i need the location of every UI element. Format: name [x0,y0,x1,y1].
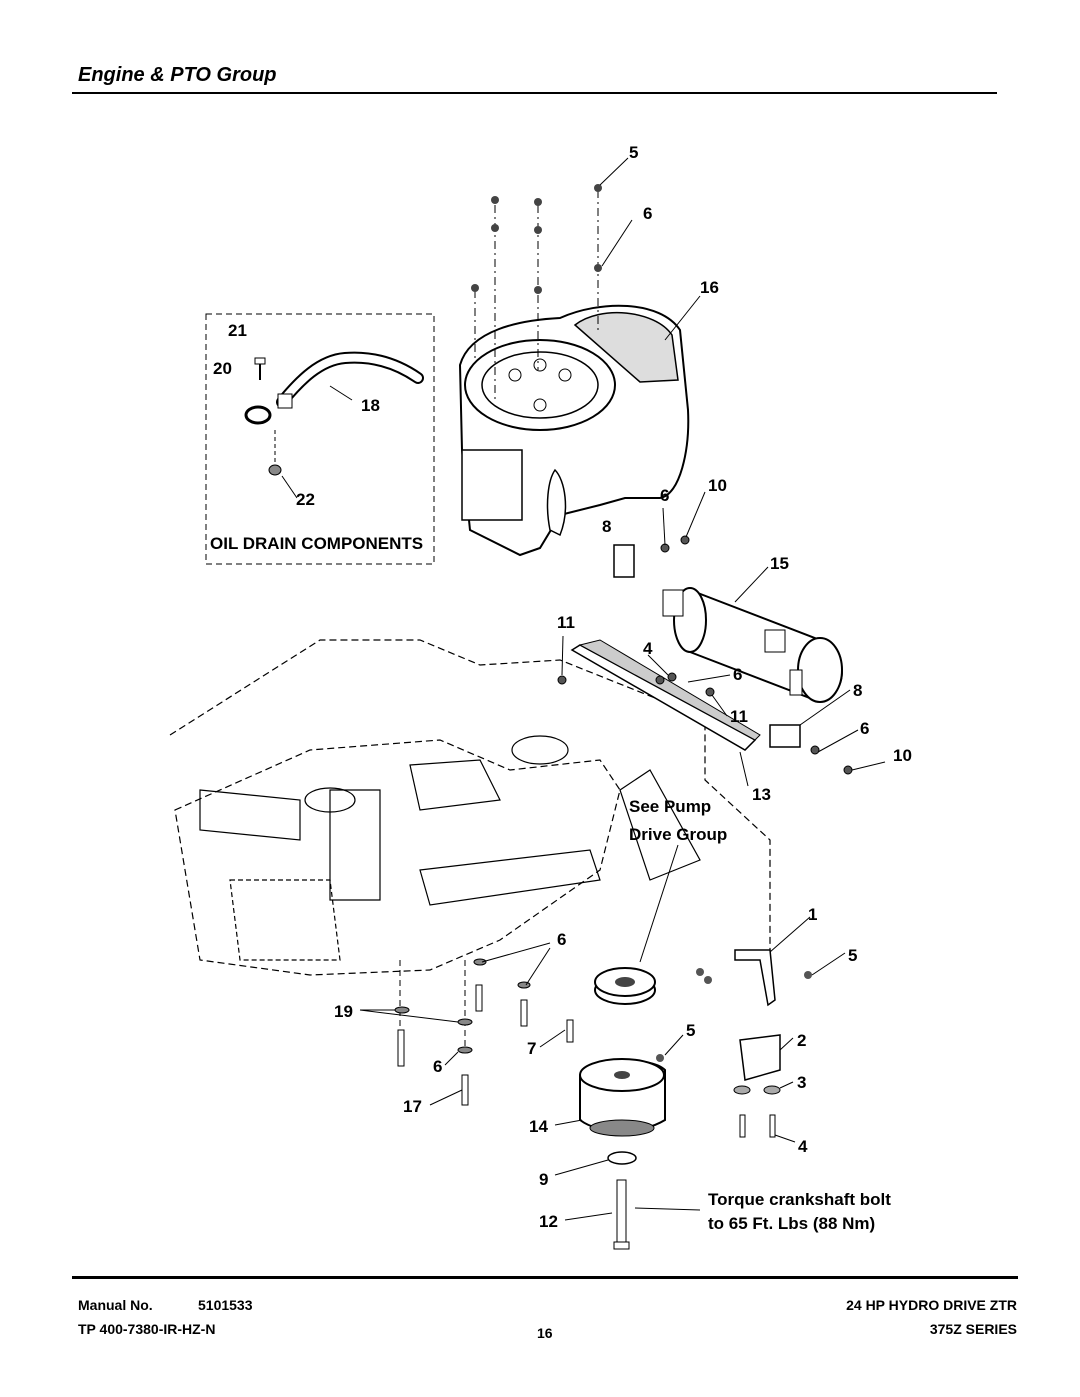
oil-drain-label: OIL DRAIN COMPONENTS [210,534,423,553]
callout-1: 1 [808,905,817,924]
tp-number: TP 400-7380-IR-HZ-N [78,1321,216,1337]
callout-4b: 4 [798,1137,808,1156]
callout-16: 16 [700,278,719,297]
callout-6: 6 [643,204,652,223]
page-title: Engine & PTO Group [78,64,277,86]
leader-lines [281,157,886,1221]
crankshaft-bolt [607,1151,637,1250]
callout-10b: 10 [893,746,912,765]
callout-21: 21 [228,321,247,340]
oil-drain-inset: OIL DRAIN COMPONENTS [205,313,435,565]
callout-3: 3 [797,1073,806,1092]
see-pump-note-line1: See Pump [629,797,711,816]
engine-mounting-bolts [394,958,531,1106]
callout-6c: 6 [733,665,742,684]
callout-10: 10 [708,476,727,495]
manual-label: Manual No. [78,1297,153,1313]
footer-rule [72,1276,1018,1279]
callout-19: 19 [334,1002,353,1021]
muffler [662,587,843,703]
callout-13: 13 [752,785,771,804]
callout-18: 18 [361,396,380,415]
engine-mount-hardware [471,184,602,400]
see-pump-note-line2: Drive Group [629,825,727,844]
pto-clutch [579,1058,666,1137]
muffler-bracket-lower [769,724,801,748]
callout-17: 17 [403,1097,422,1116]
callout-20: 20 [213,359,232,378]
callout-8b: 8 [853,681,862,700]
callout-6e: 6 [557,930,566,949]
title-rule [72,92,997,94]
callout-5b: 5 [848,946,857,965]
manual-number: 5101533 [198,1297,253,1313]
callout-9: 9 [539,1170,548,1189]
callout-7: 7 [527,1039,536,1058]
chassis-frame [169,639,771,976]
callout-2: 2 [797,1031,806,1050]
model-line1: 24 HP HYDRO DRIVE ZTR [846,1297,1017,1313]
callout-8: 8 [602,517,611,536]
torque-note-line1: Torque crankshaft bolt [708,1190,891,1209]
callout-15: 15 [770,554,789,573]
engine [458,304,690,557]
callout-6d: 6 [860,719,869,738]
callout-6f: 6 [433,1057,442,1076]
callout-22: 22 [296,490,315,509]
callout-14: 14 [529,1117,548,1136]
pto-bracket [566,949,812,1138]
callout-numbers: 5 6 16 21 20 18 22 6 10 8 15 11 4 6 11 8… [213,143,912,1231]
heat-shield [570,639,761,751]
callout-5: 5 [629,143,638,162]
page-number: 16 [537,1325,553,1341]
muffler-bracket-upper [613,544,635,578]
callout-12: 12 [539,1212,558,1231]
callout-11b: 11 [730,707,748,726]
callout-6b: 6 [660,486,669,505]
callout-5c: 5 [686,1021,695,1040]
model-line2: 375Z SERIES [929,1321,1017,1337]
torque-note-line2: to 65 Ft. Lbs (88 Nm) [708,1214,875,1233]
callout-11: 11 [557,613,575,632]
pump-pulley [594,967,656,1005]
callout-4: 4 [643,639,653,658]
